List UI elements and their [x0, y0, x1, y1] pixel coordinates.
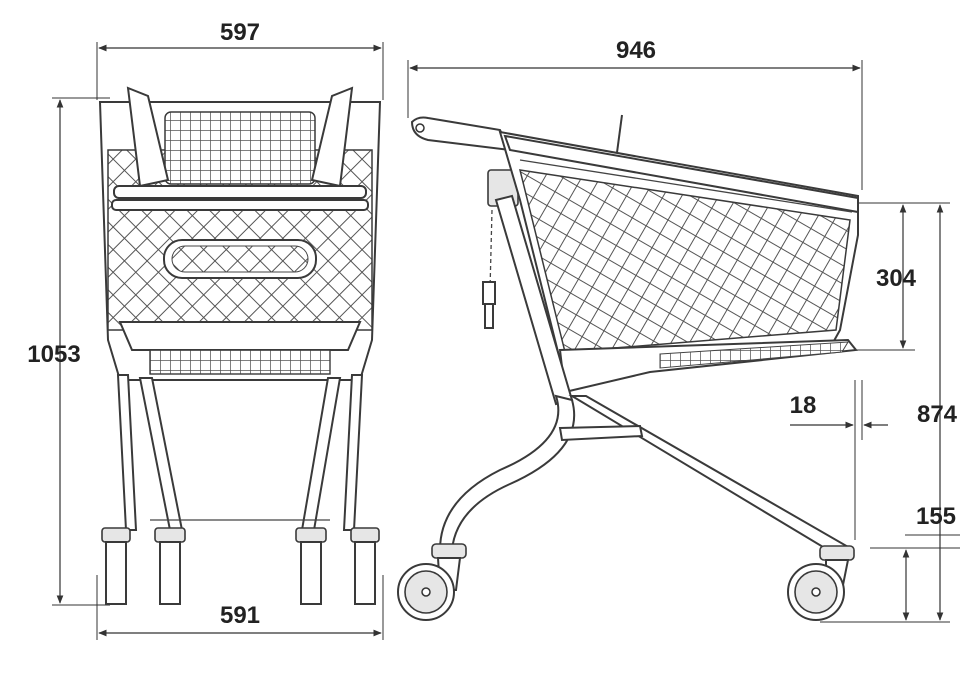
label-side-height: 874 — [917, 401, 958, 428]
dimension-side-basket-depth: 304 — [855, 202, 917, 351]
front-view: 597 1053 591 — [27, 19, 384, 640]
label-front-width-top: 597 — [220, 19, 260, 46]
label-side-base-height: 155 — [916, 503, 956, 530]
dimension-front-width-top: 597 — [96, 19, 384, 100]
label-side-basket-depth: 304 — [876, 265, 917, 292]
side-view: 946 304 874 18 155 — [397, 37, 960, 623]
dimension-side-height: 874 — [820, 202, 958, 623]
label-side-length: 946 — [616, 37, 656, 64]
label-front-height: 1053 — [27, 341, 80, 368]
label-front-width-bottom: 591 — [220, 602, 260, 629]
front-wheels — [101, 527, 380, 605]
side-wheel-rear — [787, 545, 855, 621]
side-wheel-front — [397, 543, 467, 621]
dimension-side-base-height: 155 — [870, 503, 960, 621]
dimension-side-length: 946 — [407, 37, 863, 190]
dimension-front-width-bottom: 591 — [96, 575, 384, 640]
dimension-front-height: 1053 — [27, 97, 110, 606]
dimension-side-offset: 18 — [790, 380, 888, 540]
label-side-offset: 18 — [790, 392, 817, 419]
